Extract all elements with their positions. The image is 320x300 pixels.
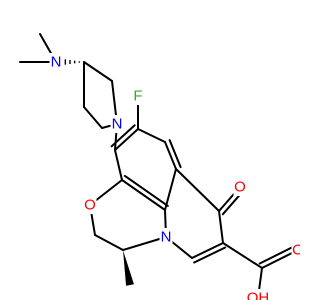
n-ring-label: N (161, 229, 172, 246)
bond-ar-c9-c8-double (110, 124, 136, 148)
atom-label-layer: N N N O O O OH F (49, 53, 300, 300)
o-ketone-label-bg (233, 178, 247, 196)
bond-ar-c7-c6a (164, 141, 177, 170)
bond-ar-c6a-c10a (164, 168, 177, 211)
o-ketone-label: O (234, 179, 246, 196)
bond-ch2-c3 (94, 234, 124, 251)
bond-c3-n4 (122, 236, 167, 251)
f-label-bg (131, 87, 145, 105)
bond-ar-c10-c10a-double (123, 174, 169, 207)
n-dimethylamino-label-bg (49, 53, 63, 71)
bond-ar-c9-c8 (114, 128, 139, 151)
bond-ar-c7-c6a-double (168, 139, 182, 169)
bond-c5-c6-double (193, 246, 227, 264)
molecule-structure: N N N O O O OH F (19, 33, 300, 300)
bond-c6-cooh (222, 242, 263, 269)
o-carbonyl-label: O (292, 242, 300, 259)
bond-ar-c9-c10 (114, 149, 123, 181)
bond-pyrrolidine-c4-c5 (83, 106, 103, 129)
n-pyrrolidine-label: N (112, 116, 123, 133)
bond-carboxyl-co-double (258, 244, 297, 265)
o-hydroxyl-label-bg (247, 289, 269, 300)
n-pyrrolidine-label-bg (110, 115, 124, 133)
bond-ar-c10-c10a (121, 179, 166, 211)
o-hydroxyl-label: OH (247, 290, 270, 300)
bond-pyrrolidine-c3-c2 (83, 61, 113, 82)
bond-ar-c8-c7 (137, 128, 166, 143)
bond-stereo-c3-methyl (123, 250, 134, 286)
o-ether-label: O (84, 197, 96, 214)
o-carbonyl-label-bg (291, 241, 300, 259)
bond-c7k-c6a (175, 168, 220, 212)
bond-layer (19, 33, 299, 299)
n-dimethylamino-label: N (51, 54, 62, 71)
n-ring-label-bg (159, 228, 173, 246)
bond-c5-c6 (191, 242, 224, 259)
o-ether-label-bg (83, 196, 97, 214)
bond-c6-c7k (218, 210, 224, 244)
f-label: F (133, 88, 142, 105)
